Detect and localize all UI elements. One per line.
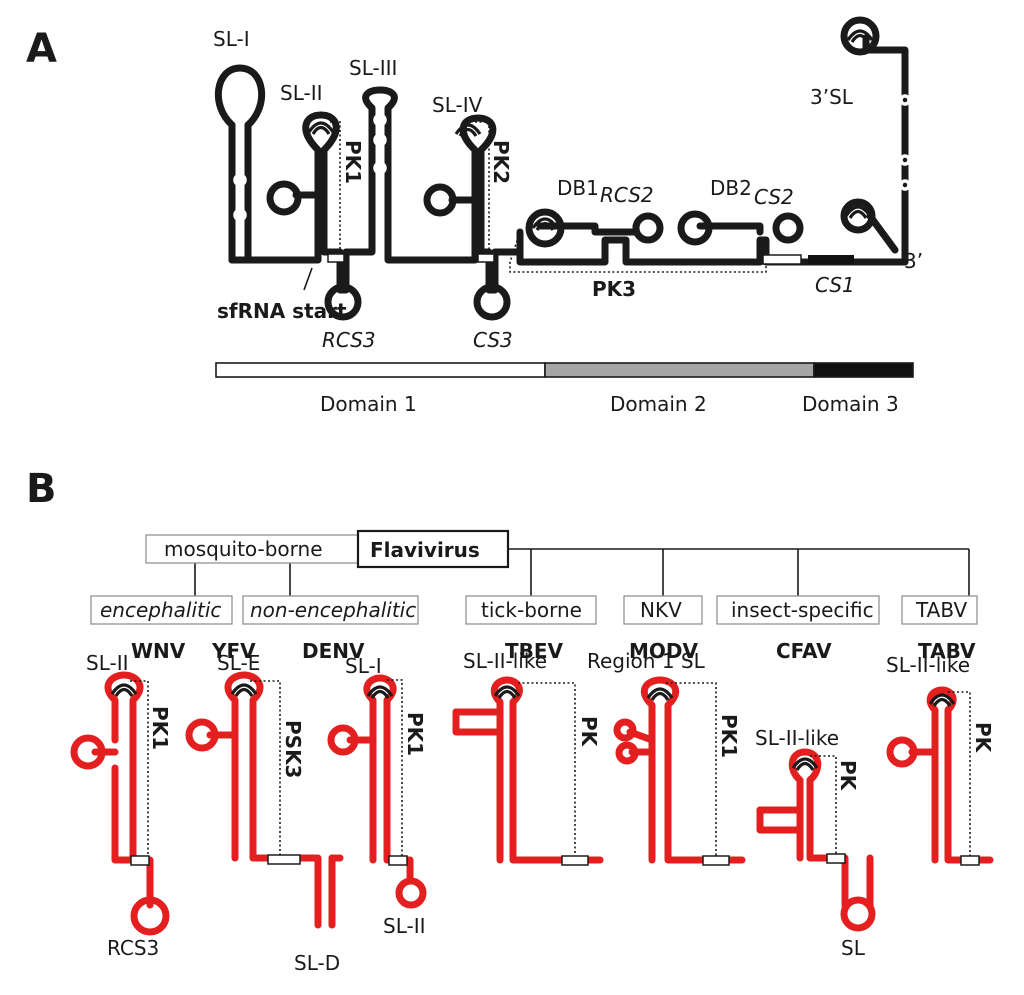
label-3sl: 3’SL — [810, 85, 854, 109]
label-cs2: CS2 — [754, 185, 794, 209]
box-flavivirus — [356, 529, 510, 569]
box-encephalitic — [90, 595, 233, 625]
virus-modv: MODV — [629, 639, 699, 663]
phylogeny-labels: mosquito-borne Flavivirus encephalitic n… — [100, 537, 976, 663]
bottom-rcs3: RCS3 — [107, 936, 159, 960]
label-flavivirus: Flavivirus — [370, 538, 480, 562]
label-sl-iv: SL-IV — [432, 93, 483, 117]
struct-yfv-top: SL-E — [217, 651, 260, 675]
label-nkv: NKV — [640, 598, 682, 622]
virus-denv: DENV — [302, 639, 365, 663]
domain-2-bar — [544, 362, 815, 378]
box-nkv — [623, 595, 703, 625]
box-tick-borne — [465, 595, 597, 625]
pk-yfv: PSK3 — [281, 720, 305, 778]
panel-b-label: B — [26, 466, 57, 512]
pk-cfav: PK — [836, 760, 860, 792]
phylogeny-tree — [90, 529, 978, 625]
panel-a-rna-structure — [214, 16, 911, 321]
label-sl-ii: SL-II — [280, 81, 323, 105]
panel-b-labels: SL-II SL-E SL-I SL-II-like Region 1 SL S… — [86, 649, 995, 975]
label-pk3: PK3 — [592, 277, 636, 301]
label-non-encephalitic: non-encephalitic — [250, 598, 416, 622]
label-cs3: CS3 — [473, 328, 513, 352]
pk-wnv: PK1 — [148, 706, 172, 750]
label-3prime: 3’ — [904, 249, 923, 273]
struct-denv-top: SL-I — [345, 654, 382, 678]
domain-bar: Domain 1 Domain 2 Domain 3 — [215, 362, 914, 416]
label-sl-i: SL-I — [213, 27, 250, 51]
box-non-encephalitic — [242, 595, 419, 625]
label-pk1: PK1 — [341, 140, 365, 184]
virus-tbev: TBEV — [505, 639, 564, 663]
panel-a-labels: SL-I SL-II SL-III SL-IV DB1 DB2 3’SL PK1… — [213, 27, 923, 352]
label-tick-borne: tick-borne — [481, 598, 582, 622]
struct-modv-top: Region 1 SL — [587, 649, 706, 673]
virus-wnv: WNV — [131, 639, 186, 663]
label-encephalitic: encephalitic — [100, 598, 221, 622]
virus-cfav: CFAV — [776, 639, 832, 663]
struct-tbev-top: SL-II-like — [463, 649, 547, 673]
struct-tabv-top: SL-II-like — [886, 653, 970, 677]
pk-tbev: PK — [577, 716, 601, 748]
pk-modv: PK1 — [717, 714, 741, 758]
struct-cfav-top: SL-II-like — [755, 726, 839, 750]
bottom-sl: SL — [841, 936, 866, 960]
label-mosquito-borne: mosquito-borne — [164, 537, 323, 561]
panel-a-label: A — [26, 26, 57, 72]
box-insect-specific — [716, 595, 880, 625]
label-pk2: PK2 — [489, 140, 513, 184]
virus-tabv: TABV — [918, 639, 976, 663]
bottom-sl-d: SL-D — [294, 951, 340, 975]
label-insect-specific: insect-specific — [731, 598, 874, 622]
pk-denv: PK1 — [403, 712, 427, 756]
pk-tabv: PK — [971, 722, 995, 754]
struct-wnv-top: SL-II — [86, 651, 129, 675]
label-sl-iii: SL-III — [349, 56, 397, 80]
label-cs1: CS1 — [815, 273, 855, 297]
label-tabv-category: TABV — [915, 598, 967, 622]
virus-yfv: YFV — [211, 639, 256, 663]
label-domain-2: Domain 2 — [610, 392, 707, 416]
domain-3-bar — [813, 362, 914, 378]
domain-1-bar — [215, 362, 546, 378]
label-sfrna-start: sfRNA start — [217, 299, 347, 323]
label-rcs2: RCS2 — [600, 183, 654, 207]
panel-b-rna-structures — [70, 671, 994, 936]
label-domain-3: Domain 3 — [802, 392, 899, 416]
box-tabv-category — [901, 595, 978, 625]
bottom-sl-ii: SL-II — [383, 914, 426, 938]
label-rcs3: RCS3 — [322, 328, 376, 352]
label-domain-1: Domain 1 — [320, 392, 417, 416]
label-db1: DB1 — [557, 176, 599, 200]
label-db2: DB2 — [710, 176, 752, 200]
